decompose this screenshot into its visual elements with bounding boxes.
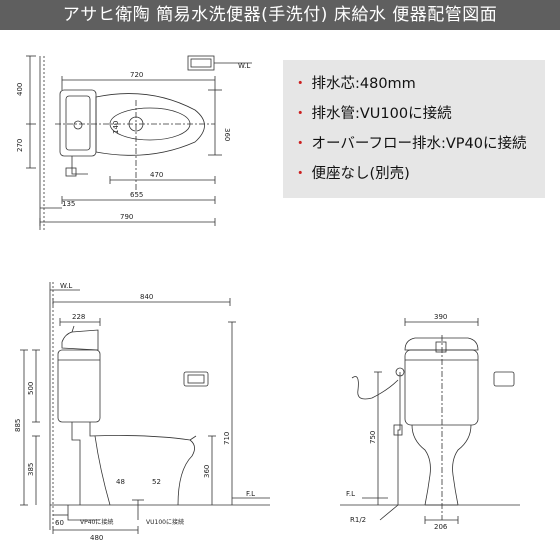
side-view xyxy=(20,282,270,534)
dim-360-side: 360 xyxy=(203,465,211,478)
dim-270: 270 xyxy=(16,139,24,152)
dim-500: 500 xyxy=(27,382,35,395)
front-floor-label: F.L xyxy=(346,490,355,498)
dim-480: 480 xyxy=(90,534,103,542)
dim-60: 60 xyxy=(55,519,64,527)
dim-750: 750 xyxy=(369,431,377,444)
vu100-label: VU100に接続 xyxy=(146,518,184,526)
dim-400: 400 xyxy=(16,83,24,96)
spec-bullet: ・ xyxy=(293,106,308,122)
spec-text: オーバーフロー排水:VP40に接続 xyxy=(311,136,527,152)
dim-720: 720 xyxy=(130,71,143,79)
page-title: アサヒ衛陶 簡易水洗便器(手洗付) 床給水 便器配管図面 xyxy=(0,0,560,30)
dim-655: 655 xyxy=(130,191,143,199)
dim-360-top: 360 xyxy=(223,128,231,141)
top-view xyxy=(26,55,252,230)
side-floor-label: F.L xyxy=(246,490,255,498)
spec-seat: ・便座なし(別売) xyxy=(293,162,410,183)
top-wall-label: W.L xyxy=(238,62,250,70)
dim-885: 885 xyxy=(14,419,22,432)
spec-text: 便座なし(別売) xyxy=(311,166,410,182)
dim-48: 48 xyxy=(116,478,125,486)
dim-140: 140 xyxy=(112,121,120,134)
dim-710: 710 xyxy=(223,432,231,445)
vp40-label: VP40に接続 xyxy=(80,518,113,526)
dim-390: 390 xyxy=(434,313,447,321)
spec-text: 排水管:VU100に接続 xyxy=(311,106,452,122)
side-wall-label: W.L xyxy=(60,282,72,290)
spec-overflow: ・オーバーフロー排水:VP40に接続 xyxy=(293,132,526,153)
dim-228: 228 xyxy=(72,313,85,321)
spec-drain-center: ・排水芯:480mm xyxy=(293,72,416,93)
dim-840: 840 xyxy=(140,293,153,301)
dim-385: 385 xyxy=(27,463,35,476)
spec-box: ・排水芯:480mm ・排水管:VU100に接続 ・オーバーフロー排水:VP40… xyxy=(283,60,545,198)
dim-52: 52 xyxy=(152,478,161,486)
spec-bullet: ・ xyxy=(293,76,308,92)
spec-text: 排水芯:480mm xyxy=(311,76,416,92)
dim-790: 790 xyxy=(120,213,133,221)
dim-470: 470 xyxy=(150,171,163,179)
spec-bullet: ・ xyxy=(293,166,308,182)
spec-drain-pipe: ・排水管:VU100に接続 xyxy=(293,102,452,123)
dim-206: 206 xyxy=(434,523,448,531)
dim-135: 135 xyxy=(62,200,75,208)
front-view xyxy=(340,318,520,524)
spec-bullet: ・ xyxy=(293,136,308,152)
r12-label: R1/2 xyxy=(350,516,366,524)
